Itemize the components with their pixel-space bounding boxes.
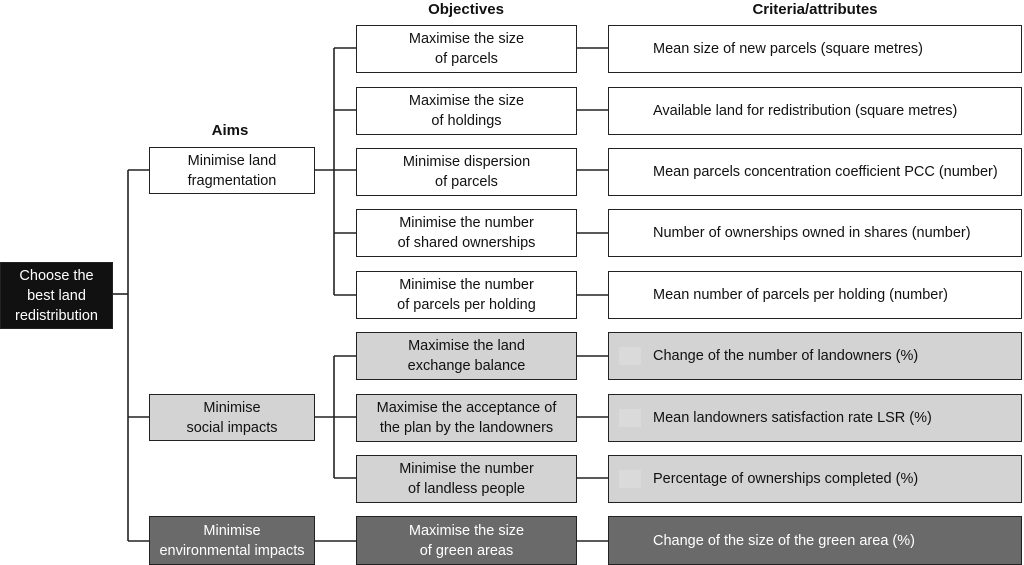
criterion-pcc: Mean parcels concentration coefficient P… — [608, 148, 1022, 196]
objective-exchange-balance: Maximise the land exchange balance — [356, 332, 577, 380]
objective-parcels-per-holding: Minimise the number of parcels per holdi… — [356, 271, 577, 319]
header-aims: Aims — [211, 122, 249, 139]
criterion-label: Mean landowners satisfaction rate LSR (%… — [653, 410, 932, 426]
objective-plan-acceptance: Maximise the acceptance of the plan by t… — [356, 394, 577, 442]
objective-green-areas: Maximise the size of green areas — [356, 516, 577, 565]
objective-landless-people: Minimise the number of landless people — [356, 455, 577, 503]
criterion-label: Change of the number of landowners (%) — [653, 348, 919, 364]
objective-parcel-dispersion: Minimise dispersion of parcels — [356, 148, 577, 196]
criterion-available-land: Available land for redistribution (squar… — [608, 87, 1022, 135]
aim-land-fragmentation: Minimise land fragmentation — [149, 147, 315, 194]
goal-box: Choose the best land redistribution — [0, 262, 113, 329]
criterion-marker — [619, 347, 641, 365]
criterion-landowners-change: Change of the number of landowners (%) — [608, 332, 1022, 380]
objective-holding-size: Maximise the size of holdings — [356, 87, 577, 135]
aim-social-impacts: Minimise social impacts — [149, 394, 315, 441]
criterion-marker — [619, 470, 641, 488]
criterion-parcels-per-holding: Mean number of parcels per holding (numb… — [608, 271, 1022, 319]
criterion-ownerships-completed: Percentage of ownerships completed (%) — [608, 455, 1022, 503]
header-criteria: Criteria/attributes — [752, 1, 878, 18]
aim-environmental-impacts: Minimise environmental impacts — [149, 516, 315, 565]
criterion-parcel-size: Mean size of new parcels (square metres) — [608, 25, 1022, 73]
criterion-label: Percentage of ownerships completed (%) — [653, 471, 919, 487]
criterion-green-area-change: Change of the size of the green area (%) — [608, 516, 1022, 565]
objective-parcel-size: Maximise the size of parcels — [356, 25, 577, 73]
criterion-satisfaction-rate: Mean landowners satisfaction rate LSR (%… — [608, 394, 1022, 442]
criterion-shared-ownerships: Number of ownerships owned in shares (nu… — [608, 209, 1022, 257]
header-objectives: Objectives — [428, 1, 504, 18]
objective-shared-ownerships: Minimise the number of shared ownerships — [356, 209, 577, 257]
criterion-marker — [619, 409, 641, 427]
